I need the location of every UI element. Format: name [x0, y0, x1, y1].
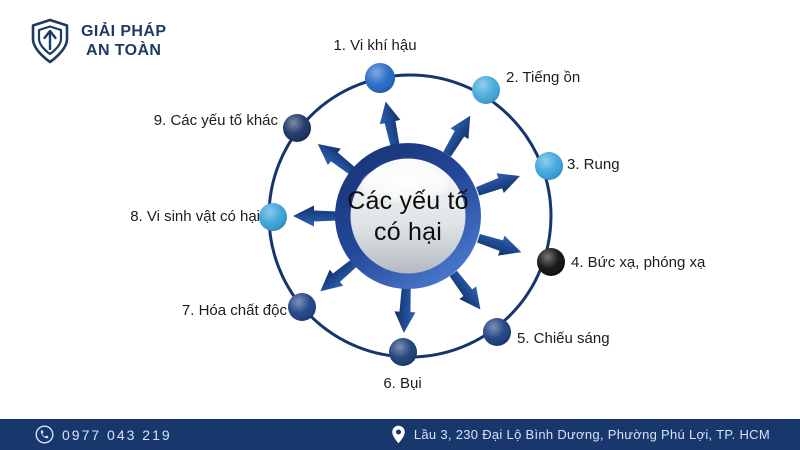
phone-icon	[35, 425, 54, 444]
center-sphere	[335, 143, 481, 289]
spoke-label-6: 6. Bụi	[383, 375, 422, 392]
arrow-8	[293, 205, 338, 227]
arrow-6	[394, 287, 416, 333]
spoke-label-2: 2. Tiếng ồn	[506, 69, 581, 86]
logo-line1: GIẢI PHÁP	[81, 23, 167, 40]
footer-address: Lầu 3, 230 Đại Lộ Bình Dương, Phường Phú…	[391, 425, 770, 444]
diagram-title: Các yếu tố có hại	[318, 186, 498, 248]
node-4-shine	[537, 248, 565, 276]
logo-line2: AN TOÀN	[85, 42, 162, 59]
logo: GIẢI PHÁP AN TOÀN	[28, 17, 166, 65]
arrow-9	[317, 143, 357, 176]
location-pin-icon	[392, 425, 405, 444]
footer-address-text: Lầu 3, 230 Đại Lộ Bình Dương, Phường Phú…	[413, 427, 770, 442]
spoke-arrows	[293, 101, 522, 333]
logo-text: GIẢI PHÁP AN TOÀN	[81, 22, 166, 60]
spoke-label-8: 8. Vi sinh vật có hại	[130, 208, 260, 225]
footer-bar: 0977 043 219 Lầu 3, 230 Đại Lộ Bình Dươn…	[0, 419, 800, 450]
arrow-1	[379, 101, 401, 147]
arrow-4	[477, 233, 522, 256]
center-sphere-gloss	[361, 165, 449, 203]
footer-phone: 0977 043 219	[35, 425, 172, 444]
node-2-shine	[472, 76, 500, 104]
footer-phone-number[interactable]: 0977 043 219	[62, 426, 172, 443]
diagram-title-line1: Các yếu tố	[347, 187, 469, 215]
arrow-7	[320, 258, 358, 292]
node-5-shine	[483, 318, 511, 346]
spoke-nodes	[259, 63, 565, 366]
spoke-label-4: 4. Bức xạ, phóng xạ	[571, 254, 706, 271]
diagram-title-line2: có hại	[374, 218, 442, 246]
node-1-shine	[365, 63, 395, 93]
spoke-label-3: 3. Rung	[567, 156, 620, 173]
node-8-shine	[259, 203, 287, 231]
node-9-shine	[283, 114, 311, 142]
node-3-shine	[535, 152, 563, 180]
node-7-shine	[288, 293, 316, 321]
node-6-shine	[389, 338, 417, 366]
spoke-label-7: 7. Hóa chất độc	[181, 302, 287, 319]
spoke-label-9: 9. Các yếu tố khác	[153, 112, 278, 129]
spoke-label-1: 1. Vi khí hậu	[333, 37, 417, 54]
arrow-3	[476, 173, 520, 196]
spoke-label-5: 5. Chiếu sáng	[517, 330, 610, 347]
arrow-5	[449, 270, 481, 310]
arrow-2	[443, 115, 471, 157]
shield-arrow-icon	[31, 18, 69, 64]
